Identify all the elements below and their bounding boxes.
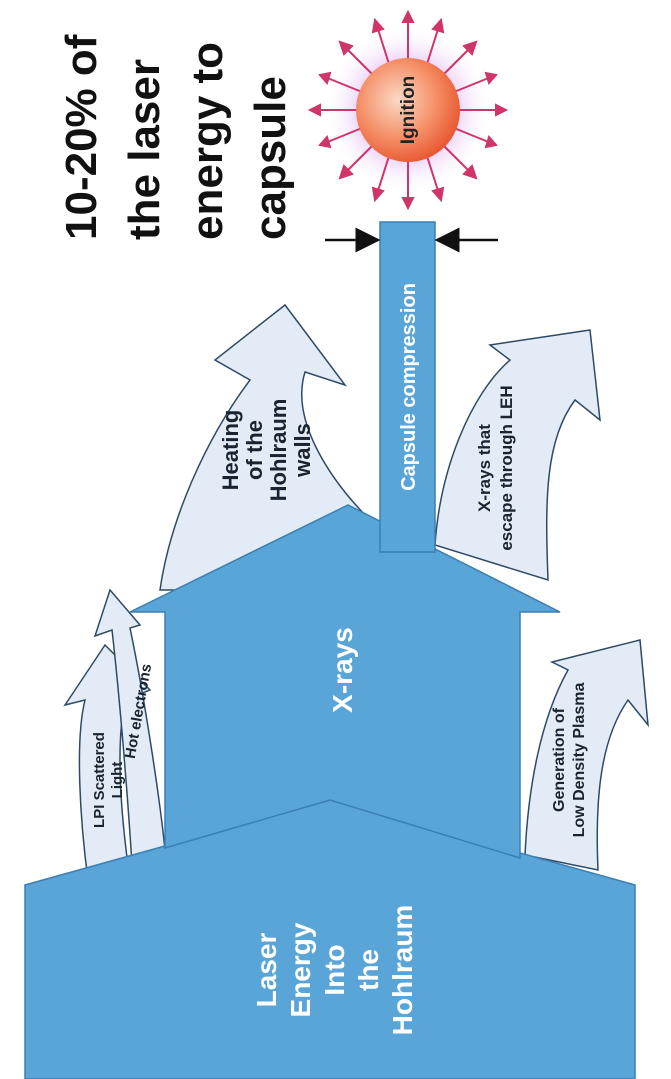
xrays-label: X-rays	[327, 627, 358, 713]
lpi-label: LPI Scattered Light	[91, 732, 126, 828]
title-line-1: 10-20% of	[57, 34, 106, 240]
capsule-compression-bar	[379, 221, 436, 553]
escape-line-1: X-rays that	[475, 424, 494, 512]
plasma-label: Generation of Low Density Plasma	[551, 683, 588, 838]
escape-line-2: escape through LEH	[497, 385, 516, 550]
ignition-rays	[307, 9, 509, 211]
heating-line-4: walls	[290, 423, 315, 478]
hot-electrons-loss-arrow	[93, 588, 166, 867]
plasma-line-2: Low Density Plasma	[571, 683, 588, 838]
heating-label: Heating of the Hohlraum walls	[218, 399, 315, 502]
plasma-line-1: Generation of	[551, 707, 568, 812]
lpi-line-2: Light	[109, 762, 126, 799]
heating-line-3: Hohlraum	[266, 399, 291, 502]
title-line-4: capsule	[246, 76, 295, 240]
lpi-loss-arrow	[63, 643, 152, 882]
ignition-label: Ignition	[398, 76, 419, 145]
laser-line-5: Hohlraum	[387, 905, 418, 1036]
ignition-sphere	[356, 58, 460, 162]
lpi-line-1: LPI Scattered	[91, 732, 108, 828]
title-line-2: the laser	[120, 59, 169, 240]
capsule-compression-label: Capsule compression	[398, 283, 420, 491]
escape-loss-arrow	[434, 329, 601, 582]
heating-line-1: Heating	[218, 410, 243, 491]
laser-line-2: Energy	[285, 922, 316, 1017]
laser-line-1: Laser	[251, 933, 282, 1008]
heating-line-2: of the	[242, 420, 267, 480]
plasma-loss-arrow	[524, 639, 649, 871]
title-line-3: energy to	[183, 42, 232, 240]
escape-label: X-rays that escape through LEH	[475, 385, 516, 550]
laser-energy-label: Laser Energy Into the Hohlraum	[251, 905, 418, 1036]
laser-line-4: the	[353, 949, 384, 991]
xrays-block	[129, 504, 561, 860]
laser-line-3: Into	[319, 944, 350, 995]
ignition: Ignition	[307, 9, 509, 211]
heating-loss-arrow	[159, 303, 371, 591]
title: 10-20% of the laser energy to capsule	[57, 34, 295, 240]
